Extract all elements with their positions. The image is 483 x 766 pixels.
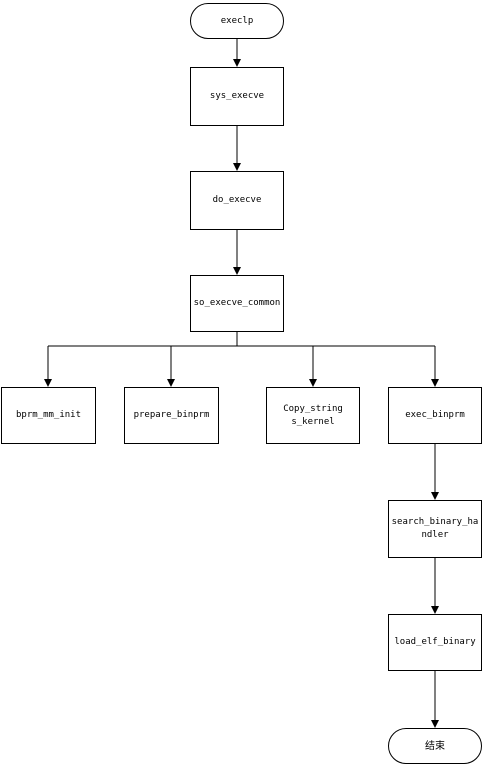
process-sys-execve: sys_execve [190, 67, 284, 126]
process-load-elf-binary: load_elf_binary [388, 614, 482, 671]
process-prepare-binprm: prepare_binprm [124, 387, 219, 444]
process-do-execve: do_execve [190, 171, 284, 230]
process-copy-strings-kernel: Copy_string s_kernel [266, 387, 360, 444]
process-do-execve-common: so_execve_common [190, 275, 284, 332]
start-terminal-execlp: execlp [190, 3, 284, 39]
process-exec-binprm: exec_binprm [388, 387, 482, 444]
process-bprm-mm-init: bprm_mm_init [1, 387, 96, 444]
end-terminal: 结束 [388, 728, 482, 764]
process-search-binary-handler: search_binary_ha ndler [388, 500, 482, 558]
